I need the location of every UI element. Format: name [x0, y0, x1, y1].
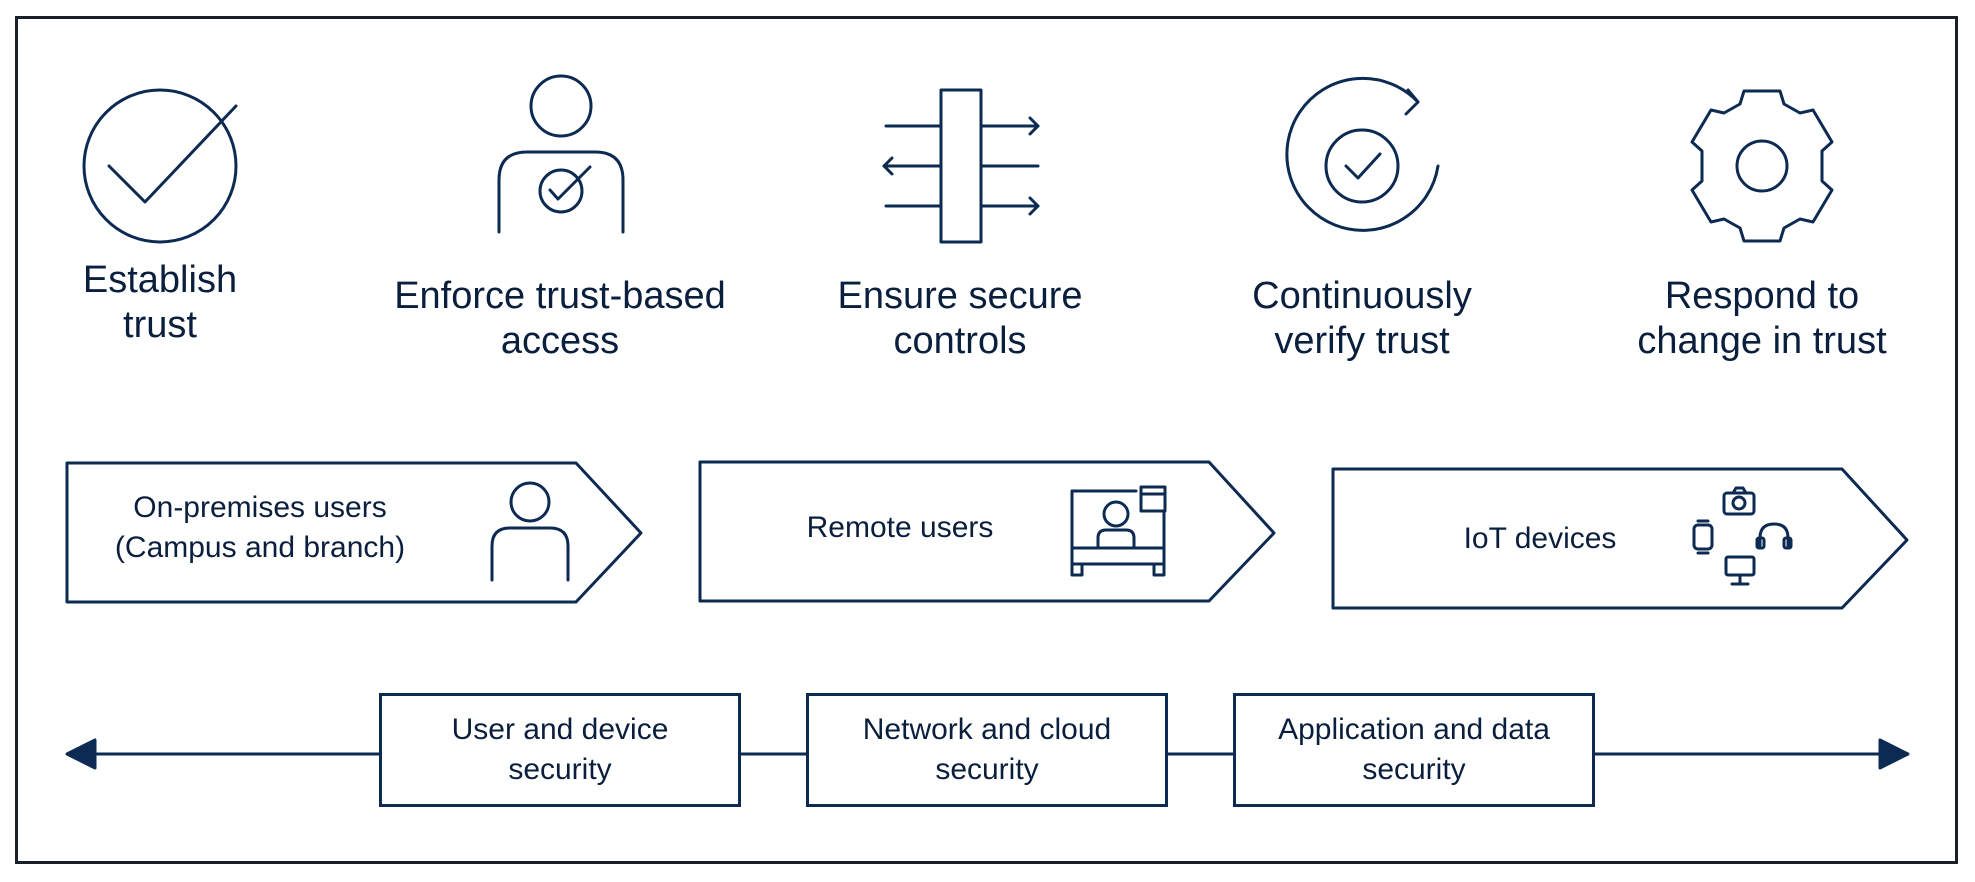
step-label-respond-change: Respond to change in trust [1637, 275, 1887, 362]
iot-devices-icon [1692, 486, 1793, 586]
domain-network-cloud-security: Network and cloud security [806, 693, 1168, 807]
chevron-iot [1331, 467, 1909, 610]
remote-desk-icon [1070, 485, 1167, 577]
axis-left-arrow-icon [65, 738, 97, 770]
diagram-frame [15, 16, 1958, 864]
user-group-iot: IoT devices [1463, 522, 1617, 555]
refresh-check-icon [1285, 76, 1440, 232]
domain-application-data-security: Application and data security [1233, 693, 1595, 807]
user-group-remote: Remote users [806, 511, 994, 544]
user-group-on-premises: On-premises users (Campus and branch) [114, 491, 406, 564]
gear-icon [1690, 89, 1834, 243]
axis-right-arrow-icon [1878, 738, 1910, 770]
chevron-remote [698, 460, 1276, 603]
step-label-enforce-access: Enforce trust-based access [394, 275, 726, 362]
step-label-verify-trust: Continuously verify trust [1252, 275, 1472, 362]
step-label-secure-controls: Ensure secure controls [837, 275, 1083, 362]
domain-user-device-security: User and device security [379, 693, 741, 807]
check-circle-icon [82, 88, 238, 244]
person-icon [490, 481, 570, 582]
controls-arrows-icon [882, 88, 1040, 244]
user-check-icon [497, 74, 625, 234]
step-label-establish-trust: Establish trust [82, 259, 238, 346]
chevron-on-premises [65, 461, 643, 604]
